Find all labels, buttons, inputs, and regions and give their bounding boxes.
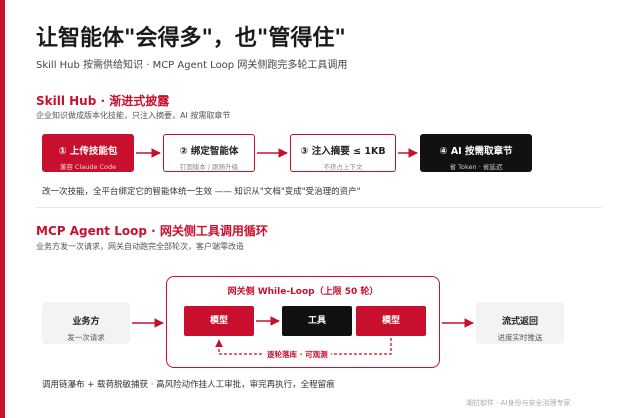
step-inject-summary: ③ 注入摘要 ≤ 1KB 不挤占上下文	[290, 134, 396, 172]
skill-hub-description: 企业知识做成版本化技能，只注入摘要，AI 按需取章节	[36, 111, 231, 120]
gateway-loop-label: 网关侧 While-Loop（上限 50 轮）	[227, 287, 379, 297]
accent-bar	[0, 0, 5, 418]
step-upload-skill: ① 上传技能包 兼容 Claude Code	[42, 134, 134, 172]
page-subtitle: Skill Hub 按需供给知识 · MCP Agent Loop 网关侧跑完多…	[36, 60, 348, 71]
feedback-label: 逐轮落库 · 可观测	[264, 349, 331, 360]
mcp-description: 业务方发一次请求，网关自动跑完全部轮次，客户端零改造	[36, 242, 244, 251]
step-bind-agent: ② 绑定智能体 钉固版本 / 跟随升级	[163, 134, 255, 172]
step-title: ③ 注入摘要 ≤ 1KB	[300, 146, 386, 157]
page-title: 让智能体"会得多"，也"管得住"	[36, 26, 346, 51]
step-subtitle: 钉固版本 / 跟随升级	[179, 163, 239, 171]
requester-title: 业务方	[72, 317, 100, 327]
step-subtitle: 省 Token · 省延迟	[449, 163, 503, 171]
step-title: ④ AI 按需取章节	[439, 146, 513, 157]
step-fetch-chapter: ④ AI 按需取章节 省 Token · 省延迟	[420, 134, 532, 172]
stream-return-title: 流式返回	[501, 317, 538, 327]
step-title: ② 绑定智能体	[179, 146, 239, 157]
section-divider	[36, 207, 602, 208]
step-title: ① 上传技能包	[58, 146, 118, 157]
skill-hub-heading: Skill Hub · 渐进式披露	[36, 94, 170, 108]
stream-return-box: 流式返回 进度实时推送	[476, 302, 564, 344]
requester-box: 业务方 发一次请求	[42, 302, 130, 344]
skill-hub-note: 改一次技能，全平台绑定它的智能体统一生效 —— 知识从"文档"变成"受治理的资产…	[42, 187, 361, 197]
step-subtitle: 兼容 Claude Code	[59, 163, 117, 171]
footer-brand: 湖拉软件 · AI身份与安全治理专家	[466, 399, 571, 407]
step-subtitle: 不挤占上下文	[323, 163, 363, 171]
node-model-1: 模型	[184, 306, 254, 336]
stream-return-subtitle: 进度实时推送	[497, 333, 543, 342]
mcp-note: 调用链瀑布 + 载荷脱敏捕获 · 高风险动作挂人工审批，审完再执行，全程留痕	[42, 380, 335, 390]
mcp-heading: MCP Agent Loop · 网关侧工具调用循环	[36, 224, 268, 238]
node-model-2: 模型	[356, 306, 426, 336]
node-tool: 工具	[282, 306, 352, 336]
requester-subtitle: 发一次请求	[67, 333, 105, 342]
